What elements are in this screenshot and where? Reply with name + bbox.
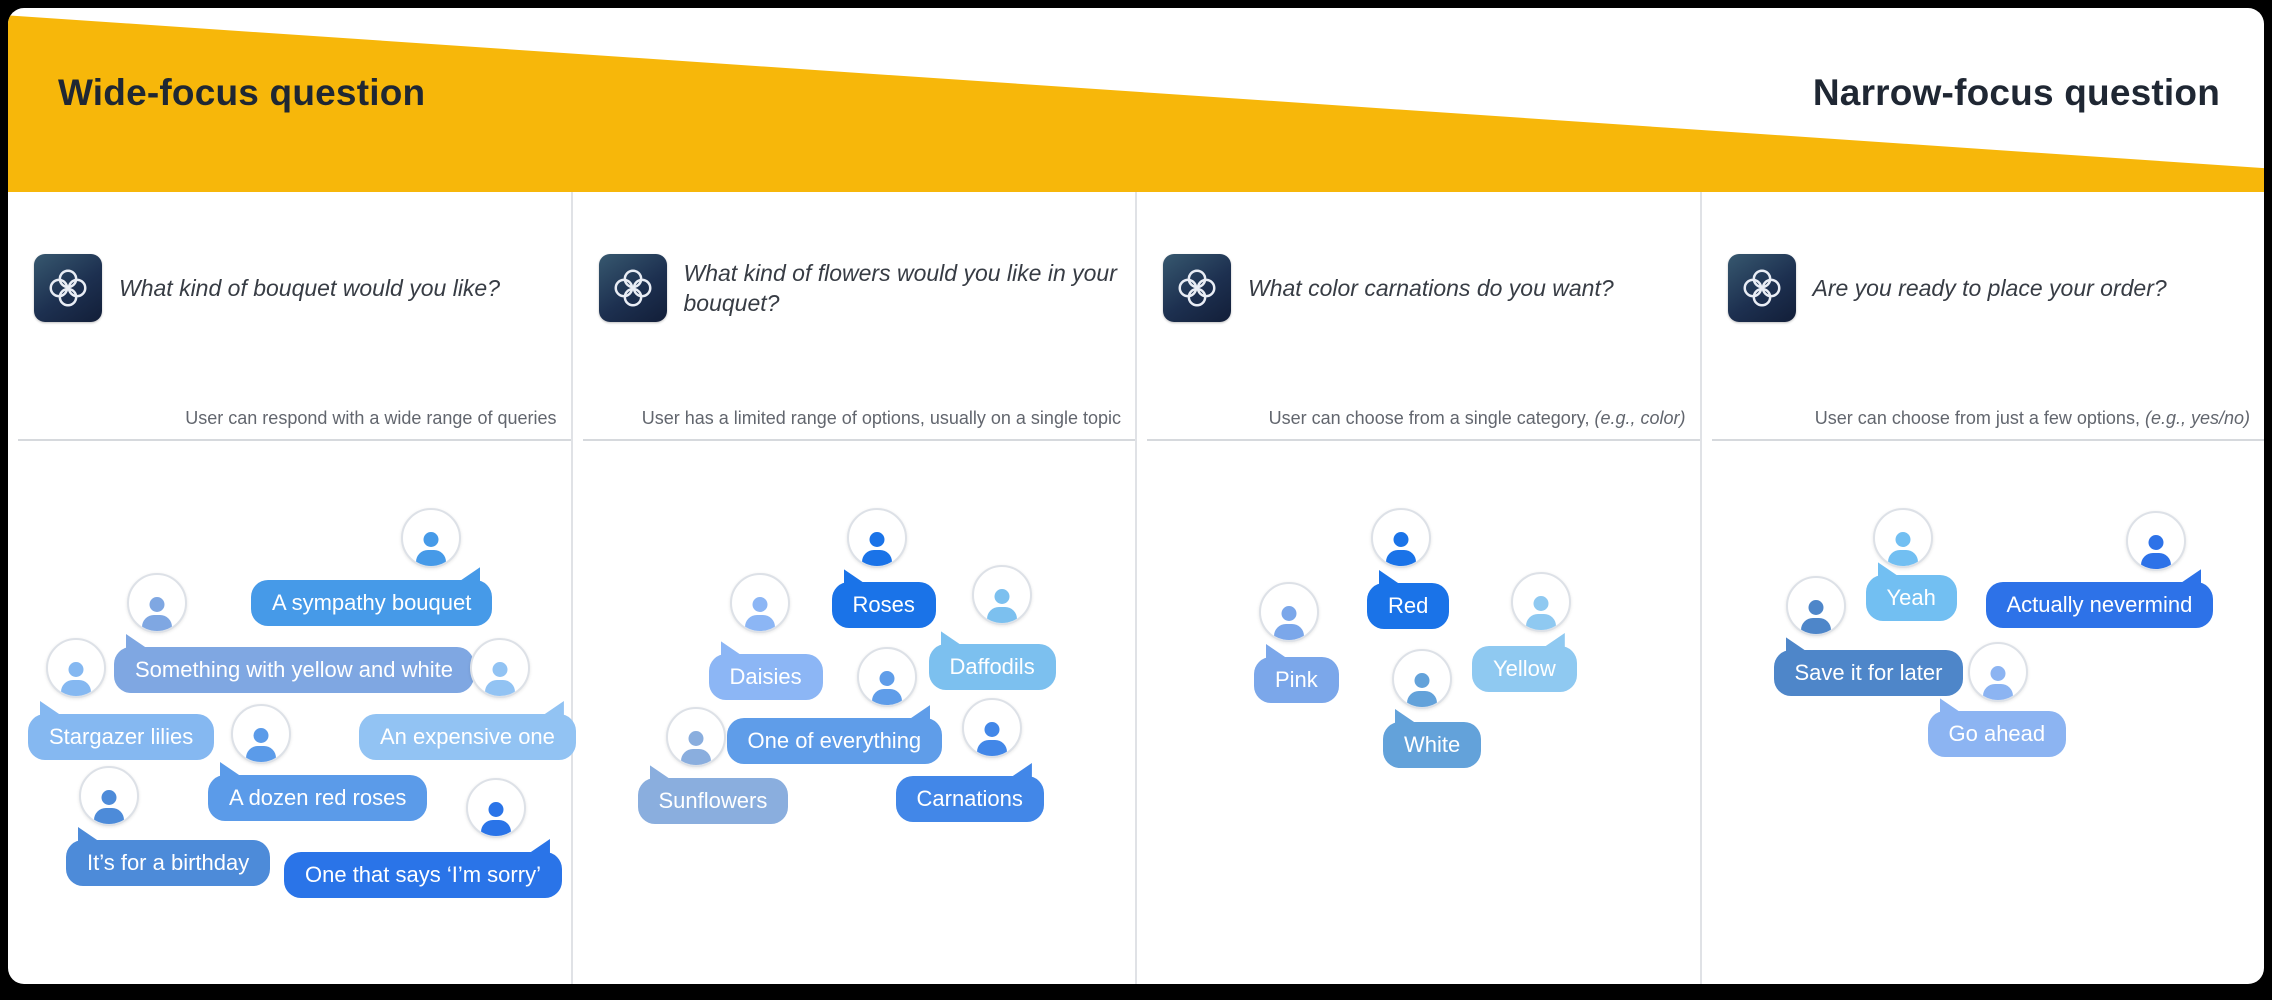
chat-bubble: Daffodils — [928, 644, 1056, 691]
user-avatar — [46, 638, 106, 698]
chat-bubble: One that says ‘I’m sorry’ — [284, 852, 562, 899]
panel-row: What kind of bouquet would you like? Use… — [8, 192, 2264, 984]
header: Wide-focus question Narrow-focus questio… — [8, 8, 2264, 192]
chat-bubble: Roses — [831, 582, 936, 629]
user-avatar — [1785, 576, 1846, 636]
user-avatar — [1392, 649, 1452, 709]
user-avatar — [846, 508, 907, 568]
bot-avatar — [1727, 254, 1796, 322]
wide-focus-label: Wide-focus question — [58, 72, 426, 113]
person-icon — [478, 802, 514, 836]
user-avatar — [466, 778, 526, 838]
person-icon — [1383, 532, 1419, 566]
flower-knot-icon — [49, 269, 87, 307]
user-avatar — [1511, 572, 1571, 632]
chat-bubble: Carnations — [895, 776, 1044, 823]
chat-bubble: Red — [1367, 583, 1450, 630]
bot-question: Are you ready to place your order? — [1812, 274, 2167, 301]
person-icon — [1271, 606, 1307, 640]
chat-bubble: Sunflowers — [637, 778, 789, 825]
user-avatar — [1259, 582, 1319, 642]
subtitle-text: User can choose from just a few options, — [1814, 408, 2145, 428]
bot-avatar — [1163, 254, 1231, 322]
person-icon — [984, 589, 1020, 623]
person-icon — [58, 662, 94, 696]
chat-bubble: Actually nevermind — [1985, 582, 2214, 629]
chat-bubble: Daisies — [708, 654, 823, 701]
user-avatar — [856, 647, 917, 707]
person-icon — [859, 532, 895, 566]
person-icon — [1980, 666, 2016, 700]
chat-bubble: A sympathy bouquet — [251, 580, 493, 627]
flower-knot-icon — [1743, 269, 1780, 307]
bot-question: What kind of flowers would you like in y… — [683, 259, 1117, 316]
bot-avatar — [34, 254, 102, 322]
panel-wide-focus: What kind of bouquet would you like? Use… — [8, 192, 576, 984]
panel-subtitle: User can choose from just a few options,… — [1711, 408, 2264, 441]
bot-row: Are you ready to place your order? — [1727, 254, 2251, 322]
bot-row: What color carnations do you want? — [1163, 254, 1686, 322]
person-icon — [2138, 535, 2174, 569]
chat-bubble: An expensive one — [359, 714, 576, 761]
chat-bubble: Pink — [1254, 657, 1339, 704]
user-avatar — [401, 508, 461, 568]
subtitle-note: (e.g., yes/no) — [2144, 408, 2250, 428]
narrow-focus-label: Narrow-focus question — [1812, 72, 2220, 113]
person-icon — [742, 597, 778, 631]
panel-subtitle: User can choose from a single category, … — [1147, 408, 1700, 441]
flower-knot-icon — [614, 269, 651, 307]
panel-subtitle: User has a limited range of options, usu… — [582, 408, 1135, 441]
subtitle-note: (e.g., color) — [1594, 408, 1686, 428]
person-icon — [1523, 596, 1559, 630]
bot-row: What kind of bouquet would you like? — [34, 254, 557, 322]
user-avatar — [665, 707, 726, 767]
bot-row: What kind of flowers would you like in y… — [598, 254, 1122, 322]
chat-bubble: It’s for a birthday — [66, 840, 271, 887]
chat-bubble: Go ahead — [1927, 711, 2067, 758]
user-avatar — [729, 573, 790, 633]
chat-bubble: One of everything — [726, 718, 943, 765]
person-icon — [91, 790, 127, 824]
person-icon — [1798, 600, 1834, 634]
chat-bubble: Something with yellow and white — [114, 647, 474, 694]
bot-question: What kind of bouquet would you like? — [119, 274, 501, 301]
subtitle-text: User can choose from a single category, — [1268, 408, 1595, 428]
person-icon — [482, 662, 518, 696]
chat-bubble: A dozen red roses — [208, 775, 428, 822]
chat-bubble: Yellow — [1472, 646, 1577, 693]
user-avatar — [231, 704, 291, 764]
subtitle-text: User has a limited range of options, usu… — [641, 408, 1121, 428]
user-avatar — [1872, 508, 1933, 568]
user-avatar — [1371, 508, 1431, 568]
person-icon — [1404, 673, 1440, 707]
panel-single-category: What color carnations do you want? User … — [1137, 192, 1702, 984]
person-icon — [869, 671, 905, 705]
panel-few-options: Are you ready to place your order? User … — [1702, 192, 2264, 984]
chat-bubble: Save it for later — [1773, 650, 1964, 697]
user-avatar — [971, 565, 1032, 625]
chat-bubble: Stargazer lilies — [28, 714, 215, 761]
user-avatar — [127, 573, 187, 633]
person-icon — [139, 597, 175, 631]
subtitle-text: User can respond with a wide range of qu… — [185, 408, 557, 428]
panel-subtitle: User can respond with a wide range of qu… — [18, 408, 571, 441]
person-icon — [413, 532, 449, 566]
person-icon — [1885, 532, 1921, 566]
bot-question: What color carnations do you want? — [1248, 274, 1614, 301]
chat-bubble: White — [1383, 722, 1482, 769]
person-icon — [243, 728, 279, 762]
user-avatar — [470, 638, 530, 698]
user-avatar — [2125, 511, 2186, 571]
bot-avatar — [598, 254, 667, 322]
chat-bubble: Yeah — [1865, 575, 1957, 622]
user-avatar — [961, 698, 1022, 758]
person-icon — [974, 722, 1010, 756]
user-avatar — [1967, 642, 2028, 702]
user-avatar — [79, 766, 139, 826]
panel-limited-options: What kind of flowers would you like in y… — [573, 192, 1137, 984]
flower-knot-icon — [1178, 269, 1216, 307]
person-icon — [678, 731, 714, 765]
infographic-card: Wide-focus question Narrow-focus questio… — [8, 8, 2264, 984]
